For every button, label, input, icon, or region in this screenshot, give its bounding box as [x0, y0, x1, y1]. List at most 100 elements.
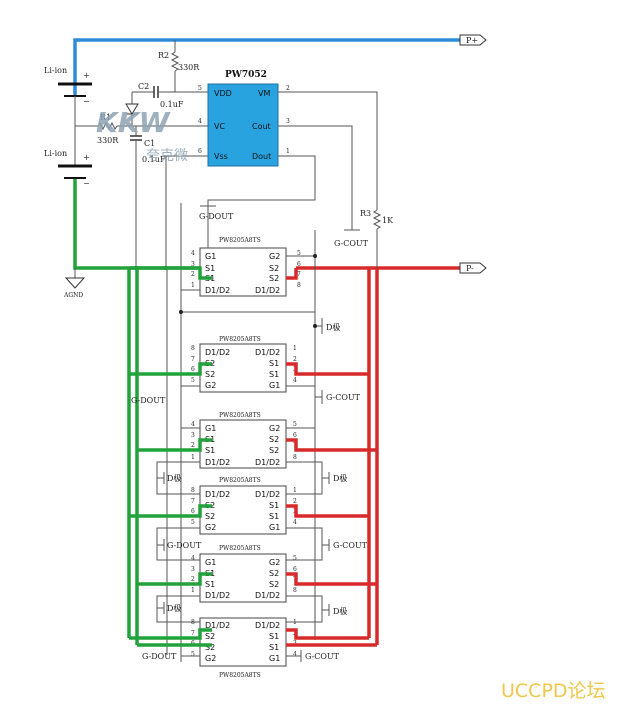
net-label-g-cout-2: G-COUT [286, 385, 361, 404]
svg-text:G-DOUT: G-DOUT [142, 652, 177, 661]
svg-text:S2: S2 [269, 446, 279, 455]
svg-text:D1/D2: D1/D2 [205, 286, 230, 295]
svg-text:G1: G1 [269, 523, 280, 532]
svg-text:D1/D2: D1/D2 [205, 591, 230, 600]
svg-text:G2: G2 [269, 558, 280, 567]
svg-text:G-DOUT: G-DOUT [167, 541, 202, 550]
svg-text:7: 7 [297, 271, 301, 278]
svg-text:8: 8 [191, 619, 195, 626]
svg-text:Cout: Cout [252, 122, 271, 131]
svg-text:4: 4 [191, 250, 195, 257]
svg-text:5: 5 [293, 421, 297, 428]
net-label-d-pole-2-right: D极 [286, 461, 347, 495]
svg-text:D极: D极 [167, 603, 181, 613]
svg-text:G1: G1 [269, 381, 280, 390]
svg-text:G-COUT: G-COUT [334, 239, 369, 248]
svg-text:2: 2 [191, 271, 195, 278]
net-label-d-pole-1: D极 [315, 318, 340, 334]
svg-text:8: 8 [191, 345, 195, 352]
svg-text:6: 6 [191, 366, 195, 373]
svg-text:AGND: AGND [63, 292, 83, 299]
svg-text:夸克微: 夸克微 [146, 148, 188, 164]
svg-text:PW8205A8TS: PW8205A8TS [219, 545, 261, 552]
svg-text:PW8205A8TS: PW8205A8TS [219, 336, 261, 343]
svg-text:D1/D2: D1/D2 [205, 621, 230, 630]
svg-text:5: 5 [293, 555, 297, 562]
svg-text:4: 4 [191, 421, 195, 428]
svg-text:6: 6 [293, 566, 297, 573]
svg-text:R3: R3 [360, 209, 371, 218]
svg-text:2: 2 [286, 85, 290, 92]
svg-text:−: − [83, 179, 90, 188]
net-label-d-pole-2-left: D极 [156, 461, 200, 495]
svg-text:6: 6 [297, 261, 301, 268]
svg-text:VC: VC [214, 122, 225, 131]
svg-text:PW8205A8TS: PW8205A8TS [219, 477, 261, 484]
battery-cell-bottom: Li-ion + − [44, 149, 92, 188]
svg-text:D1/D2: D1/D2 [255, 348, 280, 357]
svg-text:PW8205A8TS: PW8205A8TS [219, 237, 261, 244]
svg-text:Li-ion: Li-ion [44, 149, 67, 158]
svg-text:D极: D极 [167, 473, 181, 483]
svg-text:KKW: KKW [96, 106, 171, 139]
svg-text:4: 4 [198, 118, 202, 125]
svg-text:S1: S1 [269, 632, 279, 641]
svg-text:4: 4 [293, 651, 297, 658]
svg-text:PW7052: PW7052 [225, 70, 267, 80]
svg-text:1: 1 [293, 345, 297, 352]
svg-text:G2: G2 [205, 523, 216, 532]
svg-text:330R: 330R [178, 63, 200, 72]
svg-text:S2: S2 [269, 580, 279, 589]
svg-text:5: 5 [198, 85, 202, 92]
p-plus-rail [73, 38, 460, 96]
svg-text:7: 7 [191, 498, 195, 505]
battery-cell-top: Li-ion + − [44, 66, 92, 106]
svg-text:C2: C2 [138, 82, 149, 91]
svg-text:1: 1 [191, 587, 195, 594]
svg-text:P+: P+ [466, 36, 478, 45]
svg-text:2: 2 [191, 442, 195, 449]
kkw-watermark: KKW 夸克微 [96, 106, 188, 164]
svg-text:PW8205A8TS: PW8205A8TS [219, 672, 261, 679]
net-label-g-dout-3: G-DOUT [156, 527, 202, 561]
svg-text:S2: S2 [269, 274, 279, 283]
terminal-p-minus: P- [459, 262, 487, 274]
pw8205-chip-2: PW8205A8TS D1/D2 S2 S2 G2 D1/D2 S1 S1 G1… [191, 336, 297, 393]
svg-text:S1: S1 [269, 359, 279, 368]
svg-text:R1: R1 [100, 113, 111, 122]
svg-text:2: 2 [293, 356, 297, 363]
svg-text:D1/D2: D1/D2 [205, 458, 230, 467]
pw8205-chip-3: PW8205A8TS G1 S1 S1 D1/D2 G2 S2 S2 D1/D2… [191, 412, 297, 469]
pw8205-chip-5: PW8205A8TS G1 S1 S1 D1/D2 G2 S2 S2 D1/D2… [191, 545, 297, 603]
svg-text:S1: S1 [269, 370, 279, 379]
svg-text:1: 1 [191, 454, 195, 461]
svg-text:D极: D极 [333, 606, 347, 616]
svg-text:G2: G2 [269, 252, 280, 261]
resistor-r1 [97, 121, 118, 131]
svg-text:4: 4 [293, 519, 297, 526]
svg-text:G-COUT: G-COUT [326, 393, 361, 402]
svg-text:VM: VM [258, 89, 270, 98]
net-label-d-pole-3-right: D极 [286, 595, 347, 623]
svg-text:G-DOUT: G-DOUT [131, 396, 166, 405]
pw8205-chip-1: PW8205A8TS G1 S1 S1 D1/D2 G2 S2 S2 D1/D2… [191, 237, 301, 297]
svg-text:G2: G2 [269, 424, 280, 433]
svg-text:5: 5 [297, 250, 301, 257]
pw8205-chip-6: PW8205A8TS D1/D2 S2 S2 G2 D1/D2 S1 S1 G1… [191, 617, 297, 679]
capacitor-c2: C2 0.1uF [132, 82, 184, 109]
svg-text:7: 7 [191, 356, 195, 363]
svg-text:Vss: Vss [214, 152, 228, 161]
svg-text:D1/D2: D1/D2 [255, 458, 280, 467]
svg-text:6: 6 [198, 148, 202, 155]
net-label-g-dout-4: G-DOUT [142, 650, 200, 662]
svg-text:G2: G2 [205, 381, 216, 390]
svg-text:7: 7 [191, 630, 195, 637]
svg-text:P-: P- [466, 264, 474, 273]
agnd-symbol: AGND [63, 268, 86, 299]
svg-text:5: 5 [191, 651, 195, 658]
svg-text:C1: C1 [144, 139, 155, 148]
svg-text:6: 6 [293, 432, 297, 439]
svg-text:Li-ion: Li-ion [44, 66, 67, 75]
svg-text:Dout: Dout [252, 152, 271, 161]
